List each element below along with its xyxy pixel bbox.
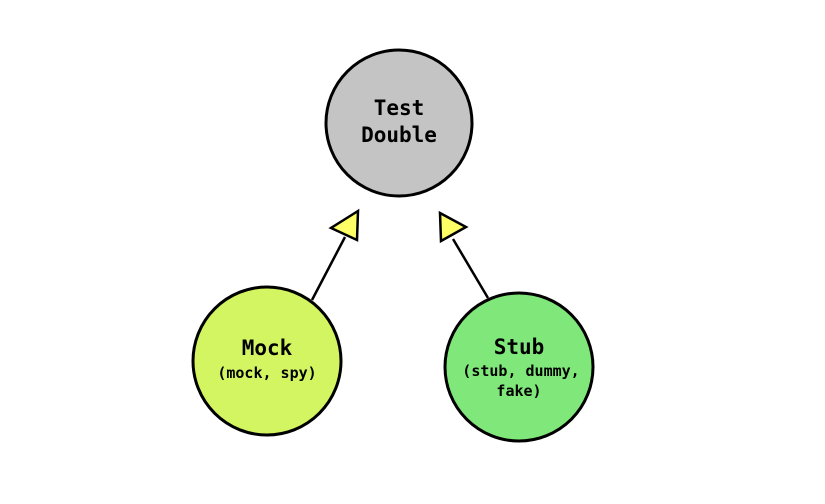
node-test-double-label-line1: Test	[374, 96, 425, 120]
node-stub-circle	[443, 291, 595, 443]
edge-line-stub	[451, 238, 490, 299]
node-test-double[interactable]: Test Double	[324, 48, 474, 198]
node-test-double-label-line2: Double	[361, 123, 437, 147]
edge-line-mock	[310, 236, 347, 301]
edge-stub-to-test-double	[438, 210, 490, 299]
inheritance-arrow-stub	[438, 210, 469, 244]
edge-mock-to-test-double	[310, 208, 360, 301]
node-stub-subtitle-line2: fake)	[496, 382, 541, 400]
node-mock[interactable]: Mock (mock, spy)	[191, 285, 343, 437]
inheritance-arrow-mock	[328, 208, 360, 242]
node-mock-subtitle: (mock, spy)	[217, 364, 316, 382]
node-mock-title: Mock	[242, 336, 293, 360]
node-stub-title: Stub	[494, 335, 545, 359]
node-stub[interactable]: Stub (stub, dummy, fake)	[443, 291, 595, 443]
node-stub-subtitle-line1: (stub, dummy,	[462, 362, 579, 380]
node-test-double-circle	[324, 48, 474, 198]
node-mock-circle	[191, 285, 343, 437]
